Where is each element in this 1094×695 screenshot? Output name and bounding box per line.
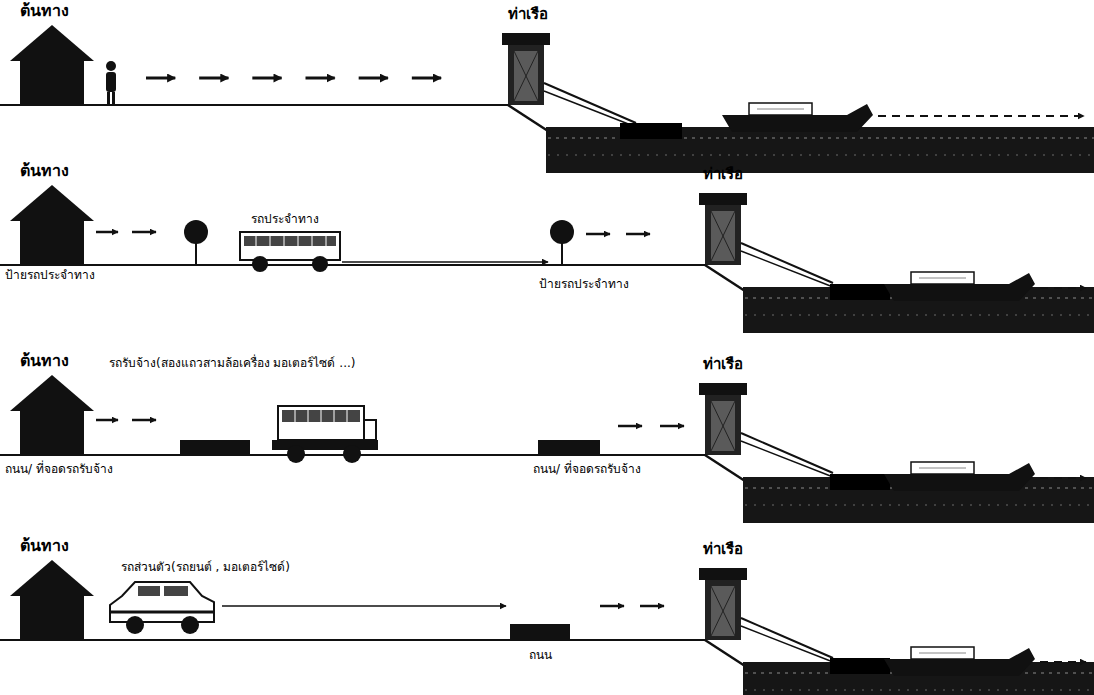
private-car <box>110 582 214 634</box>
stop-label: ป้ายรถประจำทาง <box>4 268 96 283</box>
arrow-segment <box>199 77 228 80</box>
hired-truck <box>272 406 378 463</box>
road-label: ถนน/ ที่จอดรถรับจ้าง <box>4 462 114 477</box>
vehicle-label: รถประจำทาง <box>250 212 320 227</box>
origin-label: ต้นทาง <box>20 1 102 20</box>
road-label: ถนน <box>528 648 553 663</box>
pier-label: ท่าเรือ <box>688 355 758 373</box>
walking-person <box>106 61 116 104</box>
pier-label: ท่าเรือ <box>688 540 758 558</box>
pier-label: ท่าเรือ <box>688 165 758 183</box>
pier: ท่าเรือ <box>688 165 758 265</box>
pier: ท่าเรือ <box>688 540 758 640</box>
origin-label: ต้นทาง <box>20 351 102 370</box>
vehicle-label: รถรับจ้าง(สองแถวสามล้อเครื่อง มอเตอร์ไซด… <box>108 356 356 371</box>
pier-label: ท่าเรือ <box>493 5 563 23</box>
arrow-segment <box>359 77 388 80</box>
origin-house: ต้นทาง <box>6 1 102 105</box>
stop-label: ป้ายรถประจำทาง <box>538 277 630 292</box>
pier: ท่าเรือ <box>688 355 758 455</box>
arrow-segment <box>412 77 441 80</box>
arrow-segment <box>252 77 281 80</box>
origin-house: ต้นทาง <box>6 351 102 455</box>
bus <box>240 232 340 272</box>
origin-house: ต้นทาง <box>6 161 102 265</box>
origin-house: ต้นทาง <box>6 536 102 640</box>
origin-label: ต้นทาง <box>20 161 102 180</box>
vehicle-label: รถส่วนตัว(รถยนต์ , มอเตอร์ไซด์) <box>120 560 291 575</box>
arrow-segment <box>306 77 335 80</box>
road-label: ถนน/ ที่จอดรถรับจ้าง <box>532 462 642 477</box>
walking-arrows <box>146 78 441 79</box>
origin-label: ต้นทาง <box>20 536 102 555</box>
pier: ท่าเรือ <box>493 5 563 105</box>
arrow-segment <box>146 77 175 80</box>
